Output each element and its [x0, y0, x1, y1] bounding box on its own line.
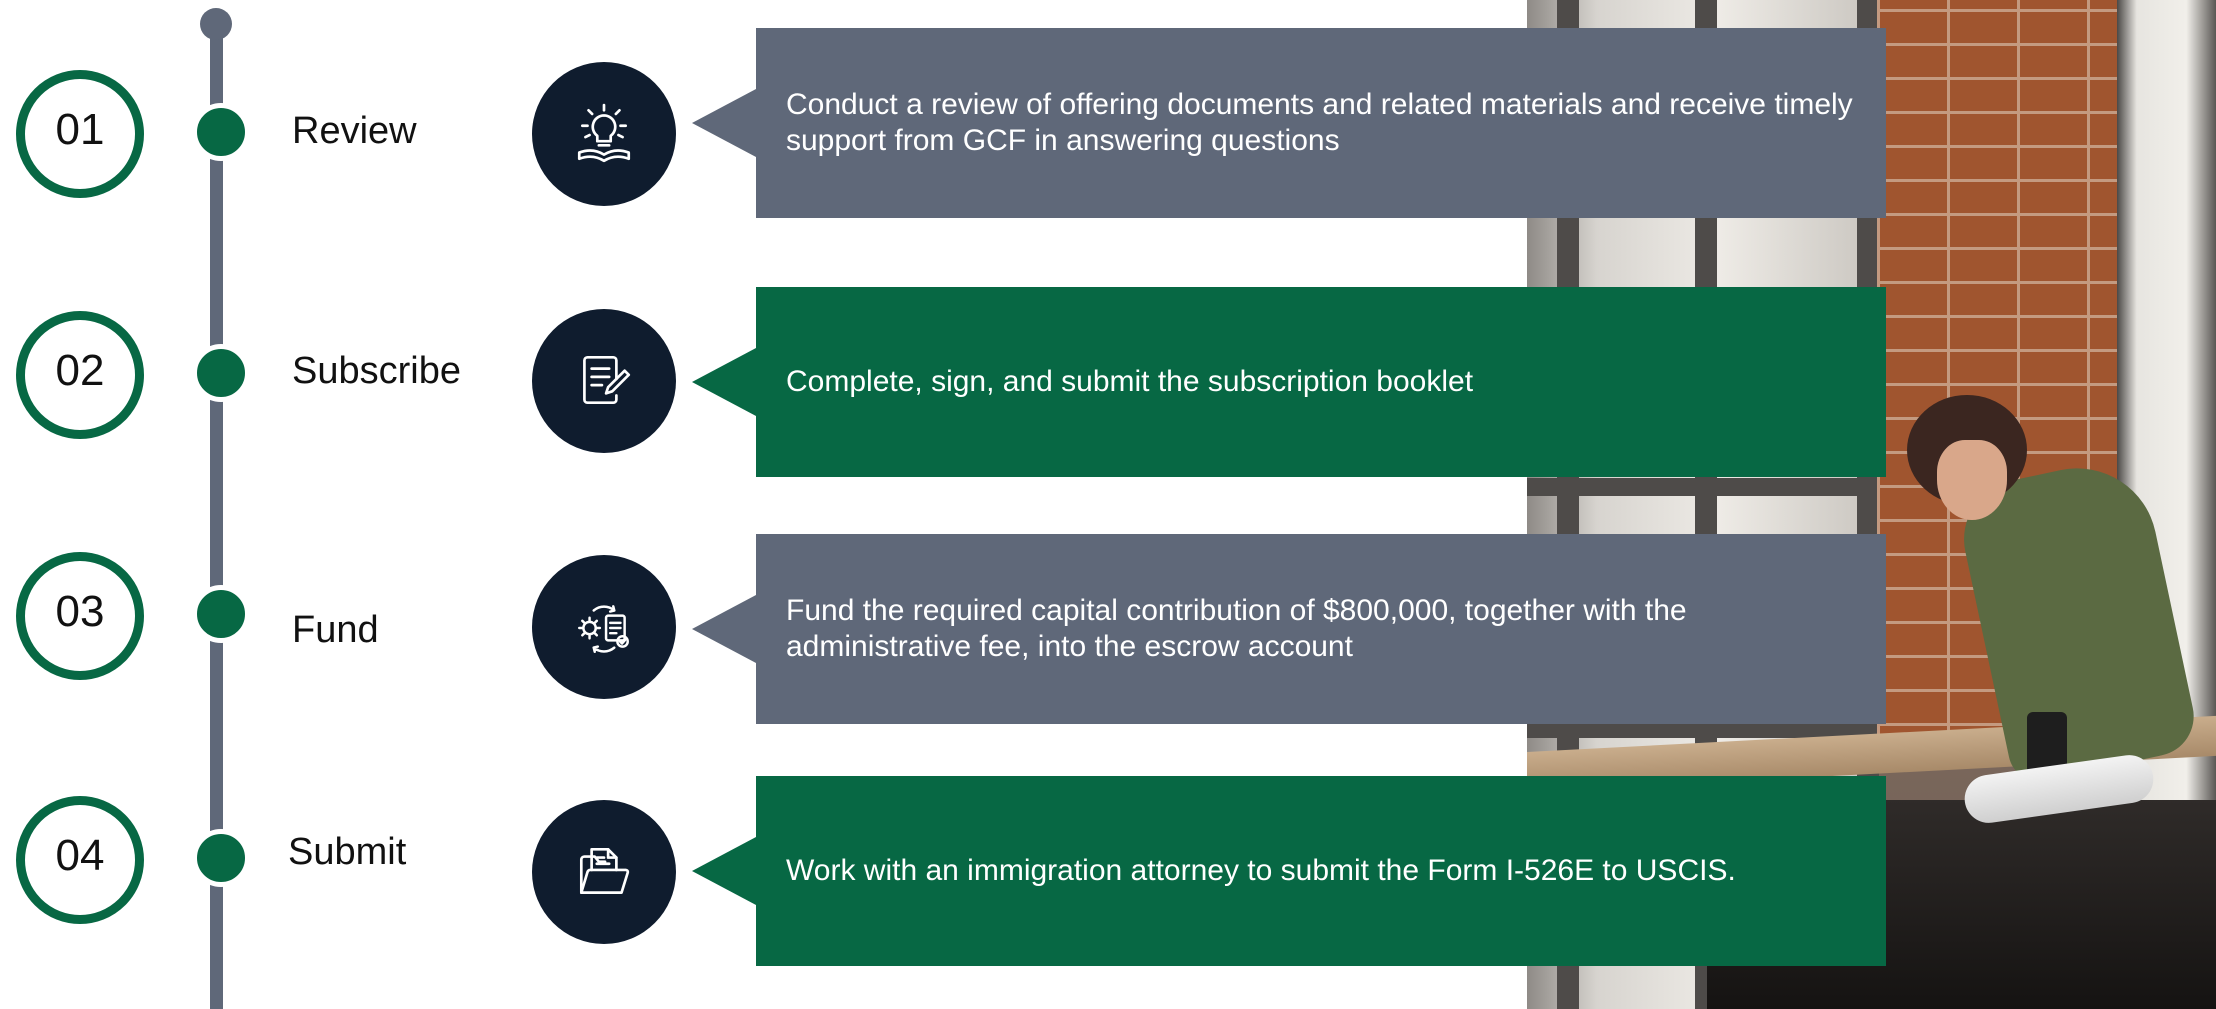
step-number-badge: 01	[16, 70, 144, 198]
step-number-badge: 04	[16, 796, 144, 924]
gear-cycle-checklist-icon	[532, 555, 676, 699]
step-description-callout: Fund the required capital contribution o…	[692, 534, 1886, 724]
process-step-fund: 03 Fund Fund the required capital contri…	[0, 0, 2216, 724]
step-label: Subscribe	[292, 350, 461, 392]
step-description: Fund the required capital contribution o…	[786, 594, 1687, 663]
step-description: Complete, sign, and submit the subscript…	[786, 365, 1474, 398]
folder-documents-icon	[532, 800, 676, 944]
process-step-subscribe: 02 Subscribe Complete, sign, and submit …	[0, 0, 2216, 477]
lightbulb-book-icon	[532, 62, 676, 206]
document-pen-icon	[532, 309, 676, 453]
step-description-callout: Work with an immigration attorney to sub…	[692, 776, 1886, 966]
process-step-review: 01 Review Conduct a review of offering d…	[0, 0, 2216, 218]
step-description: Work with an immigration attorney to sub…	[786, 854, 1736, 887]
step-label: Submit	[288, 831, 407, 873]
timeline-node	[192, 829, 250, 887]
step-description-callout: Complete, sign, and submit the subscript…	[692, 287, 1886, 477]
timeline-node	[192, 585, 250, 643]
process-step-submit: 04 Submit Work with an immigration attor…	[0, 0, 2216, 966]
timeline-start-cap	[200, 8, 232, 40]
timeline-node	[192, 103, 250, 161]
step-label: Fund	[292, 609, 379, 651]
step-number-badge: 02	[16, 311, 144, 439]
timeline-line	[210, 22, 223, 1009]
step-description-callout: Conduct a review of offering documents a…	[692, 28, 1886, 218]
step-number-badge: 03	[16, 552, 144, 680]
timeline-node	[192, 344, 250, 402]
step-description: Conduct a review of offering documents a…	[786, 88, 1853, 157]
step-label: Review	[292, 110, 417, 152]
